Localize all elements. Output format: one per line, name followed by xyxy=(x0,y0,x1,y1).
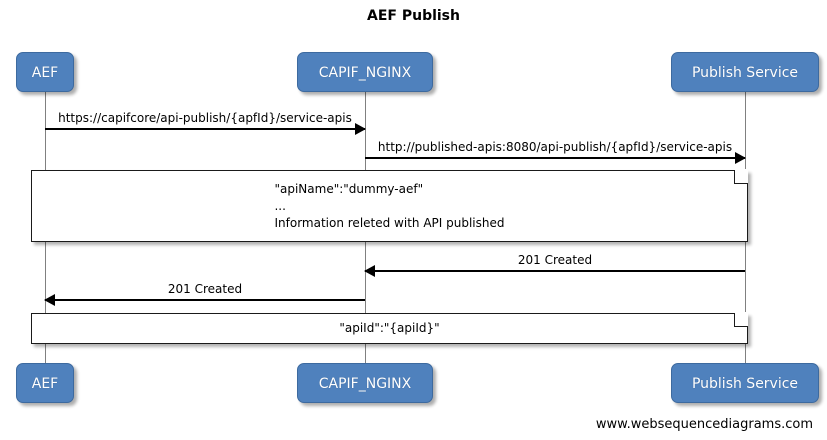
participant-label: AEF xyxy=(31,65,59,81)
message-label: https://capifcore/api-publish/{apfId}/se… xyxy=(58,111,352,125)
message-line xyxy=(365,157,745,159)
message-label: http://published-apis:8080/api-publish/{… xyxy=(377,140,733,154)
arrow-head-left-icon xyxy=(364,265,375,277)
participant-publish-service-top[interactable]: Publish Service xyxy=(671,52,819,92)
note-api-published: "apiName":"dummy-aef" ... Information re… xyxy=(31,169,748,242)
message-line xyxy=(45,128,365,130)
participant-label: CAPIF_NGINX xyxy=(318,65,412,81)
arrow-head-right-icon xyxy=(735,152,746,164)
note-line: "apiName":"dummy-aef" xyxy=(274,181,424,196)
participant-label: Publish Service xyxy=(691,376,799,392)
note-line: "apiId":"{apiId}" xyxy=(339,321,440,335)
participant-aef-top[interactable]: AEF xyxy=(16,52,74,92)
watermark-footer: www.websequencediagrams.com xyxy=(595,417,813,432)
participant-publish-service-bottom[interactable]: Publish Service xyxy=(671,363,819,403)
participant-capif-nginx-top[interactable]: CAPIF_NGINX xyxy=(297,52,433,92)
participant-label: CAPIF_NGINX xyxy=(318,376,412,392)
message-label: 201 Created xyxy=(517,253,593,267)
note-line: Information releted with API published xyxy=(274,215,505,230)
message-line xyxy=(45,299,365,301)
diagram-title: AEF Publish xyxy=(367,8,460,24)
note-api-id: "apiId":"{apiId}" xyxy=(31,312,748,344)
note-line: ... xyxy=(274,198,286,213)
participant-aef-bottom[interactable]: AEF xyxy=(16,363,74,403)
message-line xyxy=(365,270,745,272)
participant-capif-nginx-bottom[interactable]: CAPIF_NGINX xyxy=(297,363,433,403)
note-fold-corner-icon xyxy=(734,312,748,327)
participant-label: Publish Service xyxy=(691,65,799,81)
note-fold-corner-icon xyxy=(734,169,748,184)
arrow-head-left-icon xyxy=(44,294,55,306)
note-text: "apiName":"dummy-aef" ... Information re… xyxy=(274,181,504,232)
arrow-head-right-icon xyxy=(355,123,366,135)
participant-label: AEF xyxy=(31,376,59,392)
note-text: "apiId":"{apiId}" xyxy=(339,320,439,337)
message-label: 201 Created xyxy=(167,282,243,296)
